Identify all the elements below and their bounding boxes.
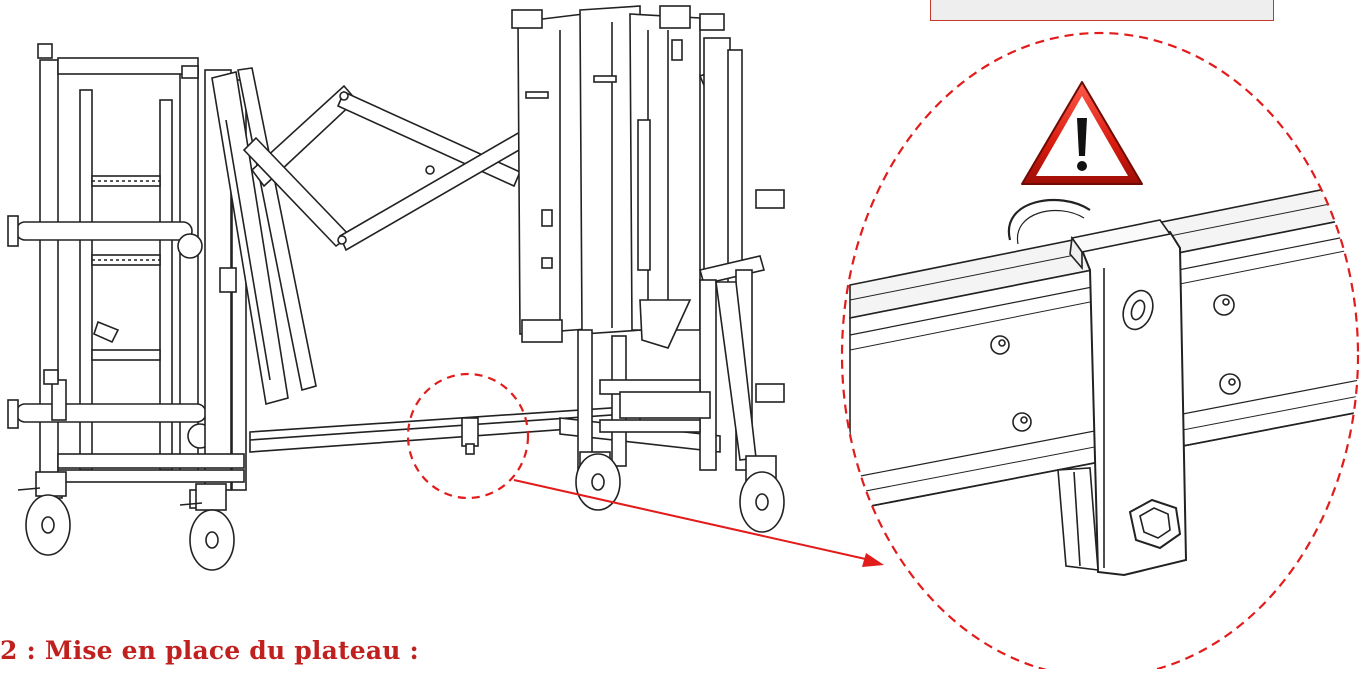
scissor-arms [242,84,528,252]
right-frame [511,5,785,471]
zoom-detail-circle [840,31,1360,673]
left-frame [7,43,317,509]
right-wheels [575,451,785,533]
section-heading: 2 : Mise en place du plateau : [0,636,419,665]
detail-marker-circle [406,372,530,500]
callout-arrow [513,479,884,567]
left-wheels [17,471,235,571]
warning-triangle-icon [1021,81,1143,185]
note-box [930,0,1274,21]
